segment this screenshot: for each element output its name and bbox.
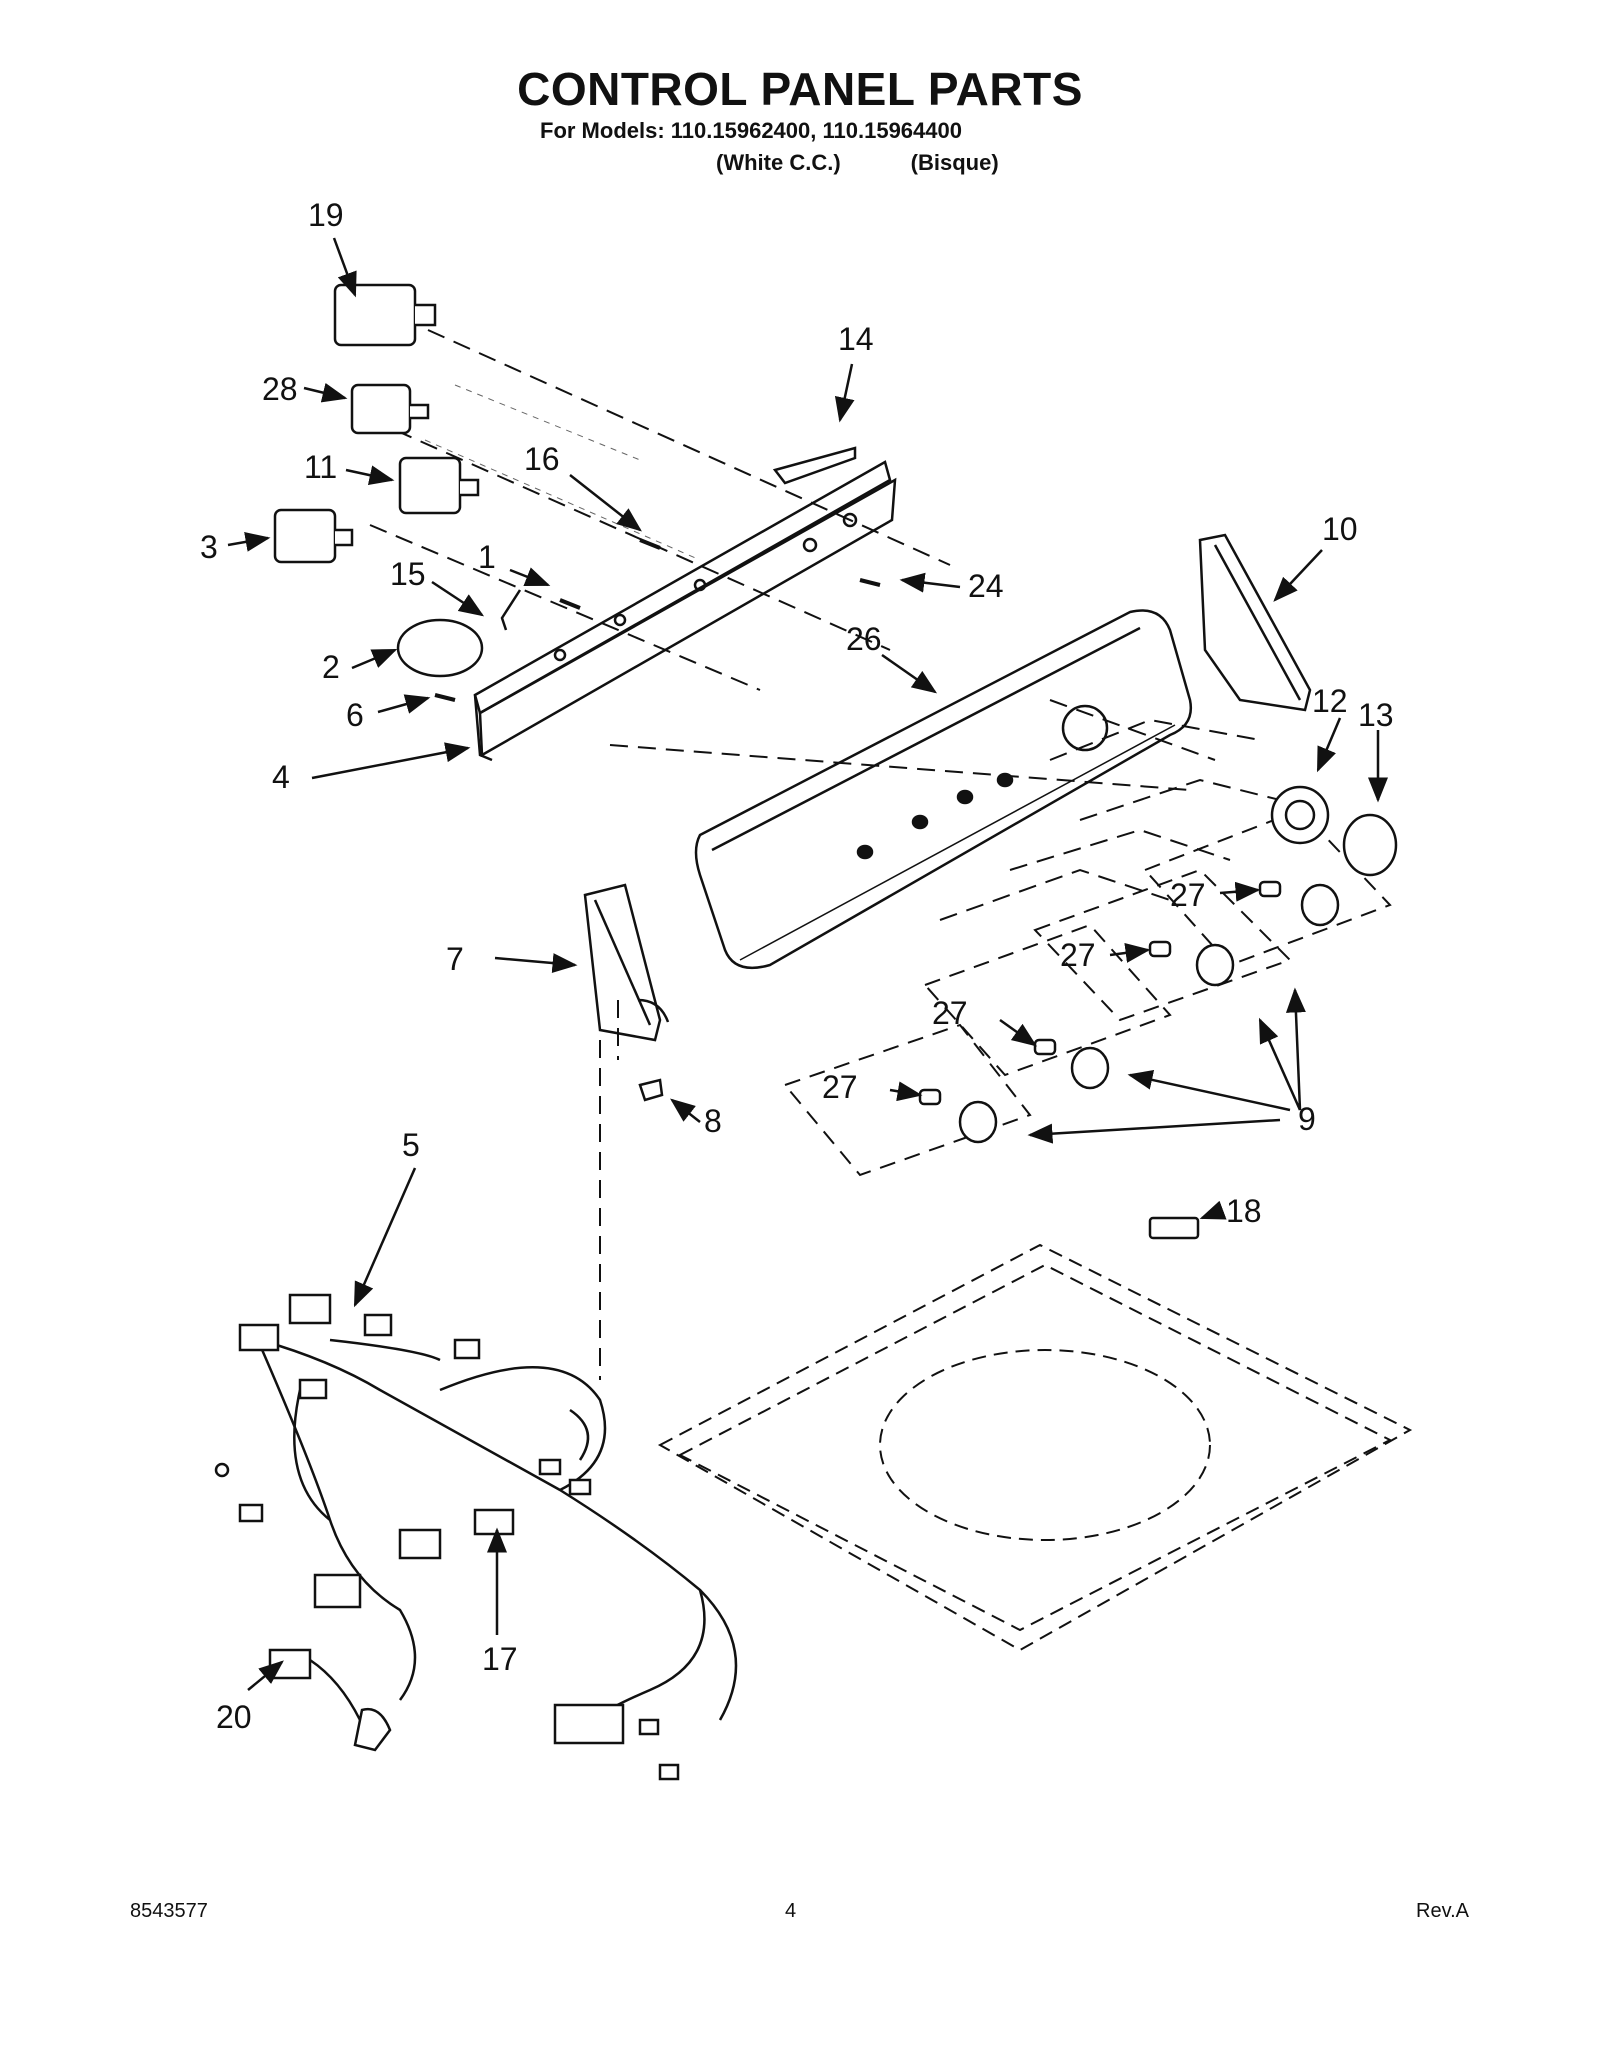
callout-2: 2 — [322, 649, 340, 685]
callout-12: 12 — [1312, 683, 1348, 719]
knob-boxes — [783, 808, 1392, 1177]
callout-11: 11 — [304, 449, 337, 485]
motor-2-shape — [396, 618, 484, 678]
callout-8: 8 — [704, 1103, 722, 1139]
variant-white: (White C.C.) — [716, 150, 841, 175]
washer-top-outline — [657, 1243, 1413, 1652]
switch-11-shape — [398, 456, 462, 515]
timer-19-shape — [333, 283, 417, 347]
part-17-shape — [473, 1508, 515, 1536]
model-variants: (White C.C.) (Bisque) — [716, 150, 999, 176]
callout-17: 17 — [482, 1641, 518, 1677]
component-switches — [273, 283, 881, 702]
clip-14-shape — [772, 446, 857, 485]
callout-16: 16 — [524, 441, 560, 477]
callout-27c: 27 — [932, 995, 968, 1031]
thin-alignment-lines — [424, 384, 701, 561]
end-cap-right — [1198, 533, 1312, 712]
sensor-20-shape — [268, 1648, 312, 1680]
switch-3-shape — [273, 508, 337, 564]
leader-arrows — [227, 237, 1388, 1691]
callout-4: 4 — [272, 759, 290, 795]
wire-harness — [214, 1293, 738, 1781]
callout-26: 26 — [846, 621, 882, 657]
callout-13: 13 — [1358, 697, 1394, 733]
revision-label: Rev.A — [1416, 1900, 1469, 1922]
callout-27a: 27 — [1170, 877, 1206, 913]
document-number: 8543577 — [130, 1900, 208, 1922]
variant-bisque: (Bisque) — [910, 150, 999, 175]
callout-5: 5 — [402, 1127, 420, 1163]
callout-20: 20 — [216, 1699, 252, 1735]
callout-24: 24 — [968, 568, 1004, 604]
callout-10: 10 — [1322, 511, 1358, 547]
callout-18: 18 — [1226, 1193, 1262, 1229]
alignment-lines — [369, 329, 1281, 1380]
page-title: CONTROL PANEL PARTS — [517, 63, 1083, 115]
callout-6: 6 — [346, 697, 364, 733]
callout-14: 14 — [838, 321, 874, 357]
page-number: 4 — [785, 1900, 797, 1922]
callout-27b: 27 — [1060, 937, 1096, 973]
models-line: For Models: 110.15962400, 110.15964400 — [540, 118, 962, 143]
callout-1: 1 — [478, 539, 496, 575]
callout-7: 7 — [446, 941, 464, 977]
callout-19: 19 — [308, 197, 344, 233]
badge-18-shape — [1148, 1216, 1200, 1240]
callout-3: 3 — [200, 529, 218, 565]
callout-27d: 27 — [822, 1069, 858, 1105]
callout-28: 28 — [262, 371, 298, 407]
callout-9: 9 — [1298, 1101, 1316, 1137]
switch-28-shape — [350, 383, 412, 435]
end-cap-left — [583, 883, 670, 1042]
console-bracket — [473, 460, 897, 762]
callout-15: 15 — [390, 556, 426, 592]
knobs — [638, 785, 1398, 1240]
callout-labels: 19 14 28 16 11 3 15 1 24 10 26 2 6 12 13… — [200, 197, 1394, 1735]
control-panel-console — [694, 609, 1193, 970]
clip-8-shape — [638, 1078, 664, 1102]
